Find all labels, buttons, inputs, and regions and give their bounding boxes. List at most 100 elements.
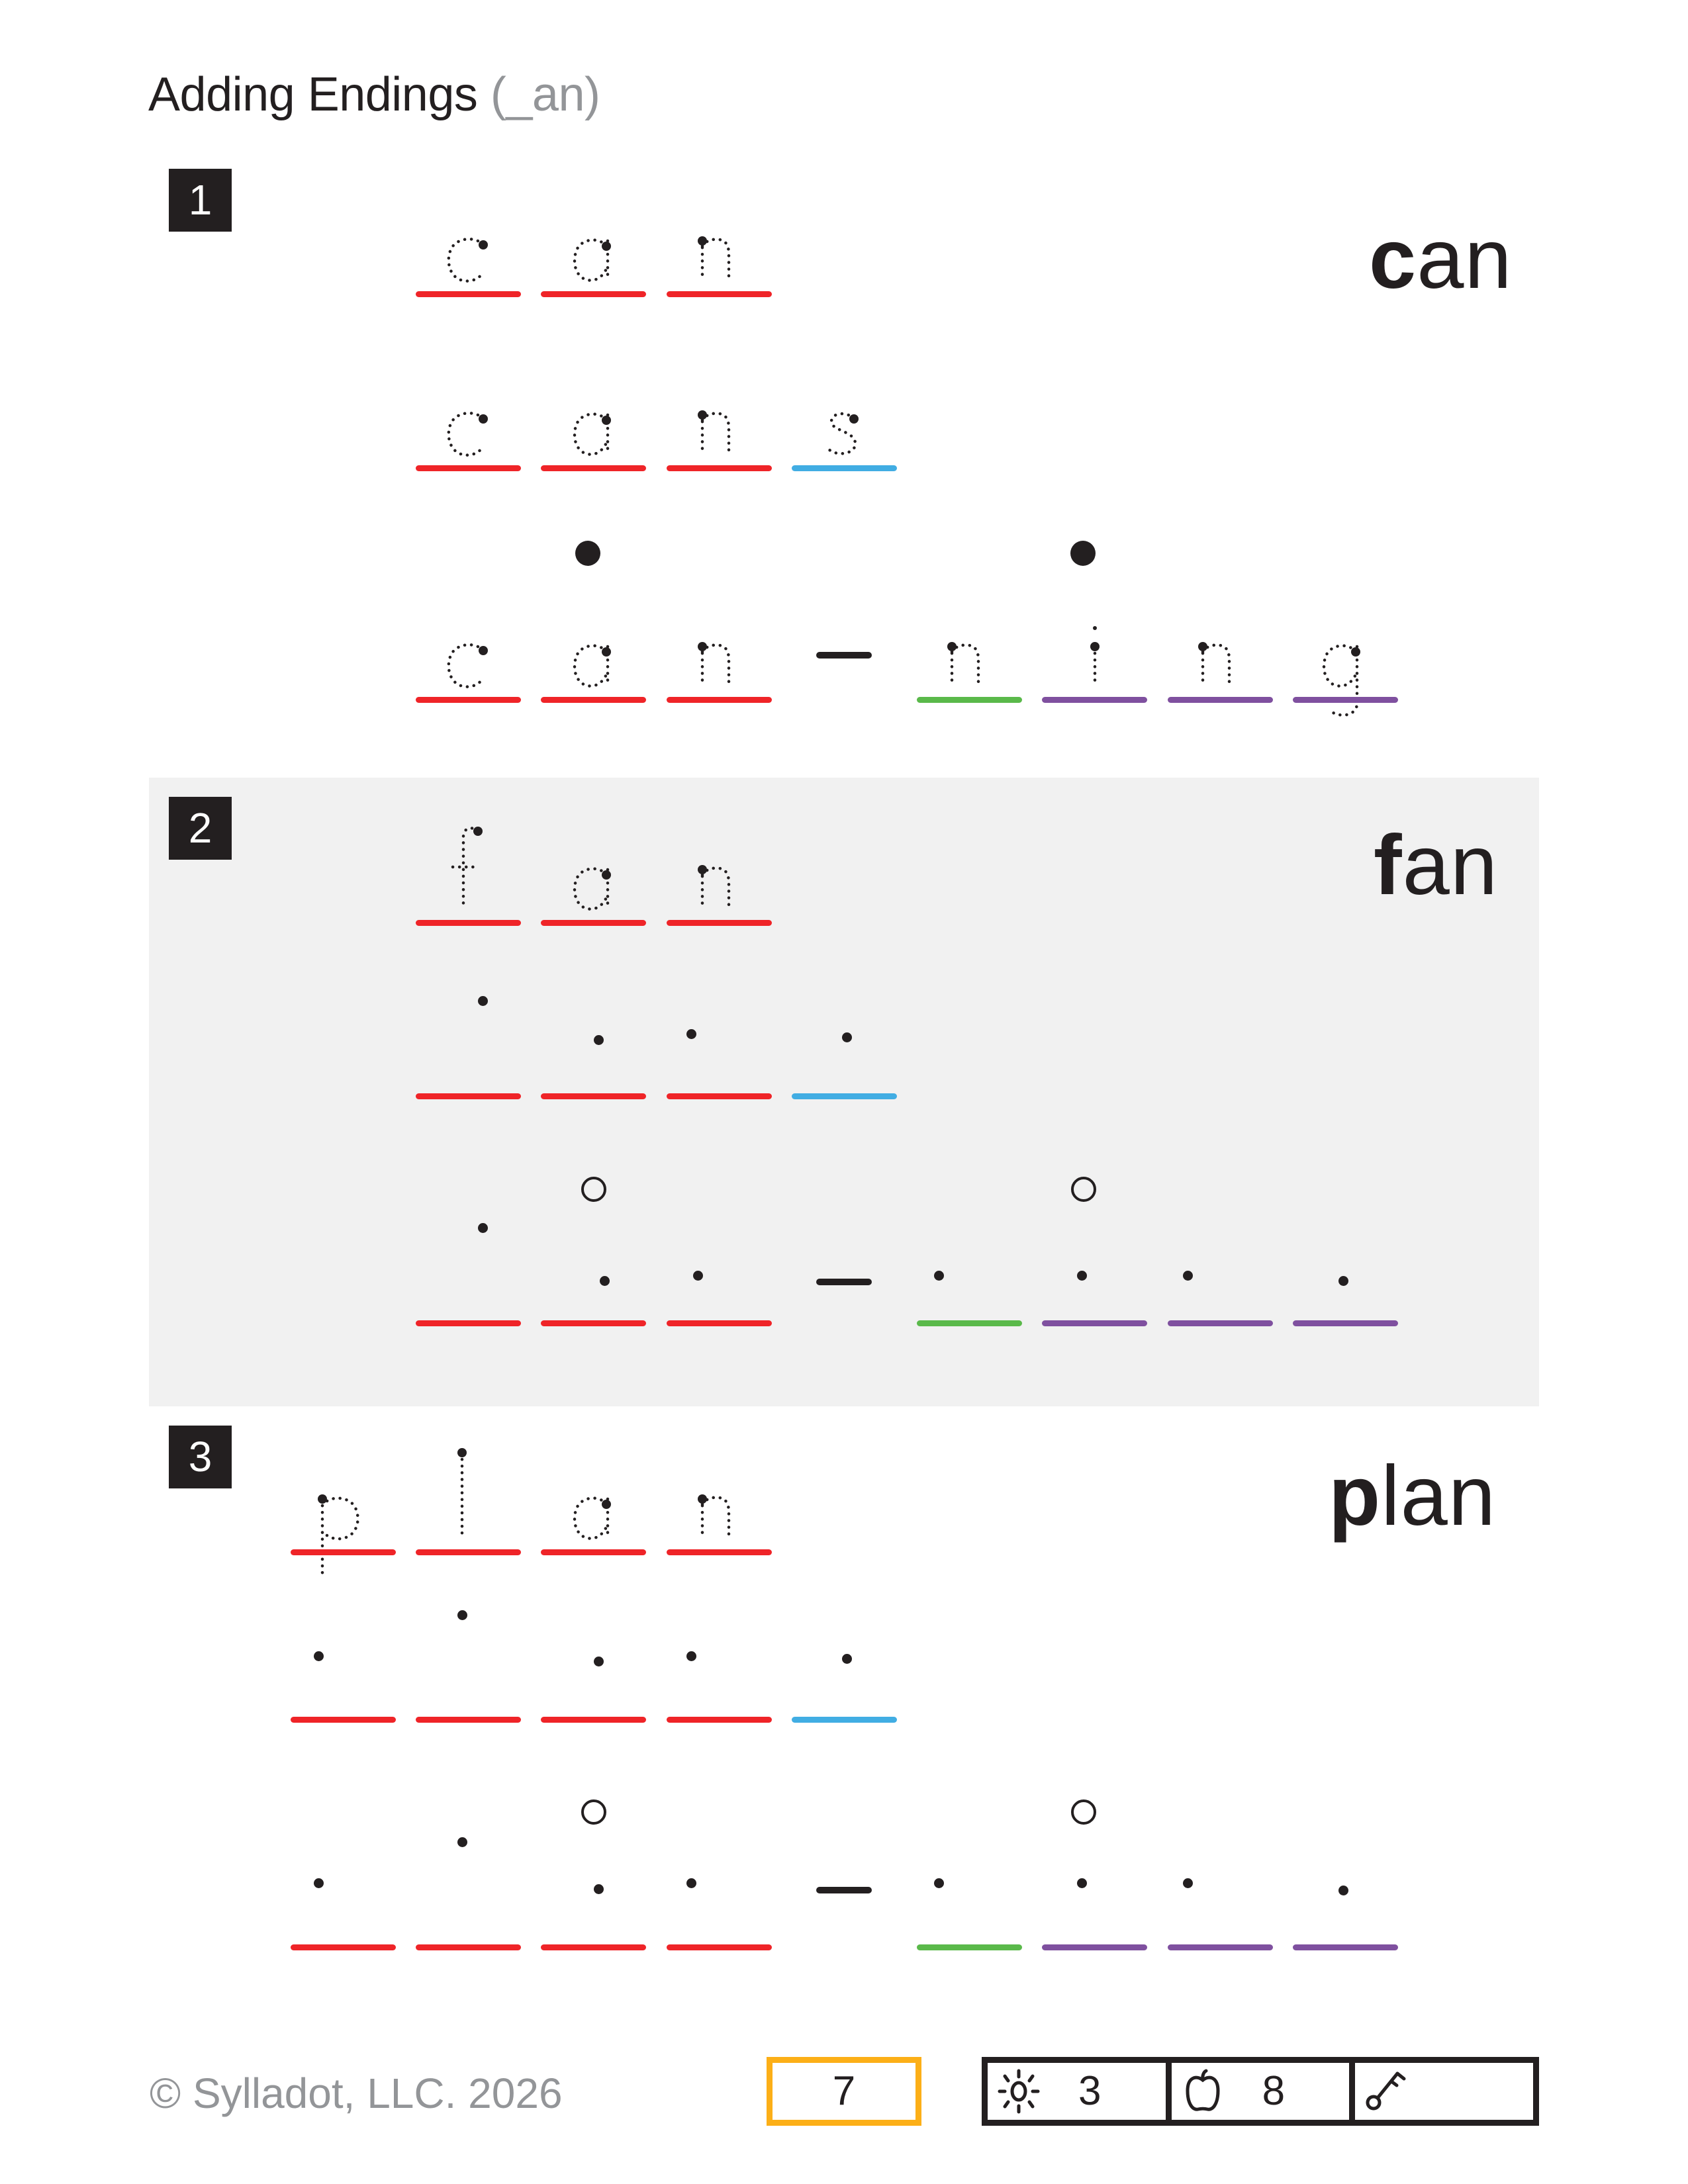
trace-letter-n[interactable] xyxy=(943,637,996,690)
writing-line-onset[interactable] xyxy=(541,1944,646,1950)
trace-letter-f[interactable] xyxy=(444,827,496,913)
syllable-dot-filled xyxy=(1070,541,1096,566)
underline-onset xyxy=(541,291,646,297)
underline-onset xyxy=(416,1549,521,1555)
trace-letter-a[interactable] xyxy=(568,637,621,690)
trace-letter-a[interactable] xyxy=(568,232,621,285)
model-word: can xyxy=(1369,217,1513,302)
trace-letter-s[interactable] xyxy=(821,406,874,459)
underline-onset xyxy=(667,465,772,471)
underline-onset xyxy=(416,291,521,297)
key-icon xyxy=(1366,2071,1406,2111)
underline-onset xyxy=(667,291,772,297)
trace-letter-p[interactable] xyxy=(313,1490,366,1576)
trace-letter-n[interactable] xyxy=(693,1490,746,1543)
model-word-rime: an xyxy=(1402,818,1498,913)
title-pattern: (_an) xyxy=(490,68,600,121)
score-cell-sun[interactable]: 3 xyxy=(988,2063,1166,2120)
start-dot xyxy=(457,1610,467,1620)
underline-double-consonant xyxy=(917,697,1022,703)
trace-letter-c[interactable] xyxy=(444,232,496,285)
section-number-badge: 3 xyxy=(169,1426,232,1488)
trace-letter-n[interactable] xyxy=(693,232,746,285)
model-word-rime: an xyxy=(1417,212,1513,306)
syllable-circle-open xyxy=(1071,1799,1096,1825)
writing-line-ending-ing[interactable] xyxy=(1168,1320,1273,1326)
model-word-onset: c xyxy=(1369,212,1417,306)
writing-line-onset[interactable] xyxy=(541,1093,646,1099)
writing-line-onset[interactable] xyxy=(291,1717,396,1723)
score-cell-apple[interactable]: 8 xyxy=(1165,2063,1350,2120)
underline-ending-ing xyxy=(1293,697,1398,703)
trace-letter-n[interactable] xyxy=(693,406,746,459)
start-dot xyxy=(693,1271,703,1281)
score-cell-key[interactable] xyxy=(1349,2063,1533,2120)
start-dot xyxy=(1338,1886,1348,1895)
start-dot xyxy=(594,1035,604,1045)
trace-letter-c[interactable] xyxy=(444,637,496,690)
writing-line-ending-ing[interactable] xyxy=(1042,1944,1147,1950)
syllable-dash xyxy=(816,652,872,659)
writing-line-onset[interactable] xyxy=(667,1093,772,1099)
writing-line-ending-ing[interactable] xyxy=(1293,1320,1398,1326)
section-2-background xyxy=(149,778,1539,1406)
trace-letter-a[interactable] xyxy=(568,406,621,459)
writing-line-onset[interactable] xyxy=(667,1944,772,1950)
writing-line-ending-ing[interactable] xyxy=(1293,1944,1398,1950)
writing-line-onset[interactable] xyxy=(667,1717,772,1723)
score-tally-box: 3 8 xyxy=(982,2057,1539,2126)
start-dot xyxy=(314,1878,324,1888)
trace-letter-g[interactable] xyxy=(1317,637,1370,723)
syllable-circle-open xyxy=(581,1177,606,1202)
writing-line-onset[interactable] xyxy=(291,1944,396,1950)
underline-onset xyxy=(291,1549,396,1555)
writing-line-ending-ing[interactable] xyxy=(1042,1320,1147,1326)
start-dot xyxy=(934,1271,944,1281)
model-word-onset: p xyxy=(1329,1449,1382,1543)
trace-letter-n[interactable] xyxy=(693,637,746,690)
start-dot xyxy=(686,1651,696,1661)
trace-letter-l[interactable] xyxy=(436,1448,489,1543)
trace-letter-n[interactable] xyxy=(1194,637,1246,690)
apple-icon xyxy=(1186,2069,1220,2111)
start-dot xyxy=(457,1837,467,1847)
start-dot xyxy=(594,1657,604,1666)
start-dot xyxy=(686,1878,696,1888)
start-dot xyxy=(478,996,488,1006)
underline-onset xyxy=(416,697,521,703)
syllable-dash xyxy=(816,1887,872,1893)
trace-letter-a[interactable] xyxy=(568,860,621,913)
underline-ending-s xyxy=(792,465,897,471)
start-dot xyxy=(1183,1271,1193,1281)
score-value: 8 xyxy=(1262,2068,1286,2114)
writing-line-ending-ing[interactable] xyxy=(1168,1944,1273,1950)
trace-letter-a[interactable] xyxy=(568,1490,621,1543)
writing-line-onset[interactable] xyxy=(541,1717,646,1723)
writing-line-onset[interactable] xyxy=(541,1320,646,1326)
page-title: Adding Endings (_an) xyxy=(148,65,600,124)
writing-line-onset[interactable] xyxy=(416,1944,521,1950)
trace-letter-c[interactable] xyxy=(444,406,496,459)
section-number-badge: 1 xyxy=(169,169,232,232)
trace-letter-n[interactable] xyxy=(693,860,746,913)
underline-onset xyxy=(416,465,521,471)
writing-line-double-consonant[interactable] xyxy=(917,1944,1022,1950)
writing-line-onset[interactable] xyxy=(416,1093,521,1099)
start-dot xyxy=(594,1884,604,1894)
writing-line-onset[interactable] xyxy=(416,1320,521,1326)
syllable-dot-filled xyxy=(575,541,600,566)
section-number-badge: 2 xyxy=(169,797,232,860)
writing-line-onset[interactable] xyxy=(667,1320,772,1326)
writing-line-double-consonant[interactable] xyxy=(917,1320,1022,1326)
writing-line-ending-s[interactable] xyxy=(792,1717,897,1723)
syllable-dash xyxy=(816,1279,872,1285)
writing-line-onset[interactable] xyxy=(416,1717,521,1723)
start-dot xyxy=(314,1651,324,1661)
start-dot xyxy=(686,1029,696,1039)
start-dot xyxy=(842,1654,852,1664)
trace-letter-i[interactable] xyxy=(1068,626,1121,690)
writing-line-ending-s[interactable] xyxy=(792,1093,897,1099)
score-value: 3 xyxy=(1078,2068,1102,2114)
start-dot xyxy=(1183,1878,1193,1888)
syllable-circle-open xyxy=(581,1799,606,1825)
